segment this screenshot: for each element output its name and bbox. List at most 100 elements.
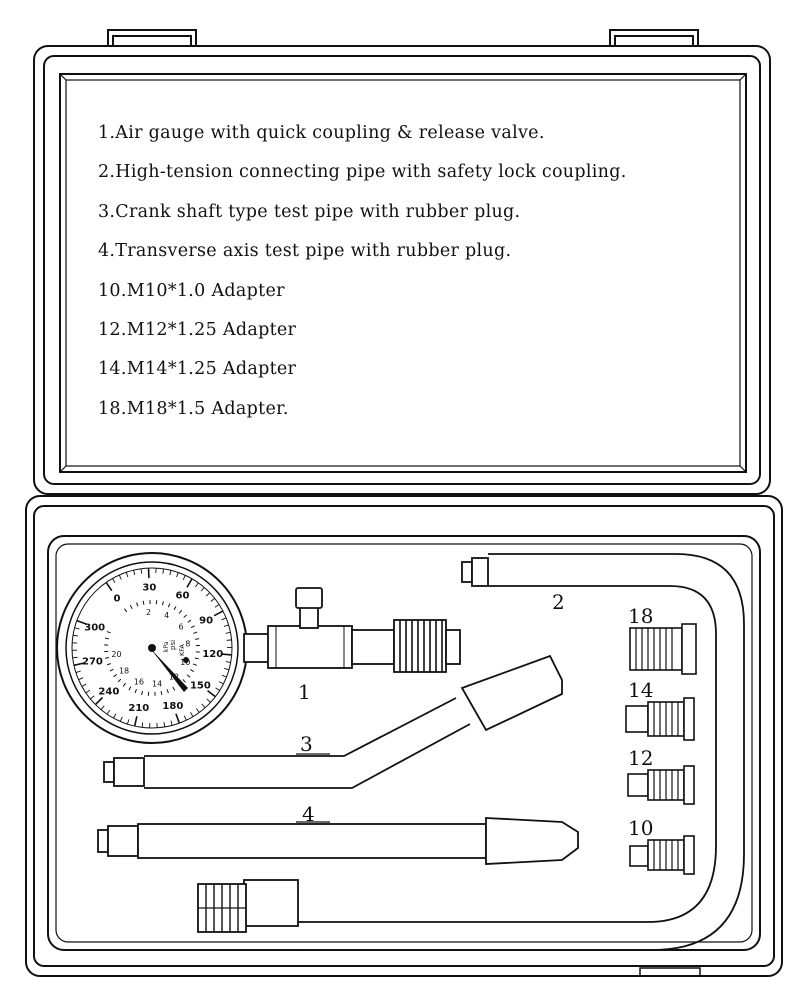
gauge-tick xyxy=(73,662,84,667)
gauge-tick xyxy=(186,578,193,588)
gauge-tick xyxy=(221,653,232,656)
gauge-tick xyxy=(81,683,87,687)
gauge-tick xyxy=(72,656,78,659)
gauge-tick xyxy=(163,721,166,728)
gauge-brand: KFA xyxy=(178,644,186,656)
gauge-inner-tick xyxy=(106,663,111,666)
gauge-tick xyxy=(226,639,232,641)
gauge-tick xyxy=(210,598,216,602)
gauge-inner-tick xyxy=(141,690,143,695)
gauge-inner-label: 4 xyxy=(164,611,169,620)
gauge-inner-label: 18 xyxy=(119,667,129,676)
hinge-tab-right xyxy=(609,29,699,46)
gauge-inner-tick xyxy=(167,603,171,608)
case-lid xyxy=(33,45,771,495)
gauge-tick xyxy=(106,709,111,715)
gauge-tick xyxy=(221,674,227,678)
gauge-inner-label: 20 xyxy=(111,650,121,659)
air-gauge: 0306090120150180210240270300246810121416… xyxy=(56,552,461,744)
gauge-unit-kpa: kPa xyxy=(163,641,170,652)
gauge-outer-label: 30 xyxy=(142,583,156,594)
gauge-tick xyxy=(175,713,181,724)
legend-item-2: 2.High-tension connecting pipe with safe… xyxy=(98,162,627,183)
gauge-tick xyxy=(190,712,194,717)
adapter-m10 xyxy=(629,835,695,875)
gauge-tick xyxy=(183,715,187,721)
gauge-tick xyxy=(90,695,95,700)
crank-shaft-test-pipe xyxy=(103,654,563,789)
gauge-inner-tick xyxy=(186,674,191,678)
callout-part-1: 1 xyxy=(298,680,311,704)
callout-adapter-18: 18 xyxy=(628,604,654,628)
gauge-inner-label: 8 xyxy=(185,640,190,649)
gauge-inner-tick xyxy=(190,625,195,629)
high-tension-pipe xyxy=(197,553,745,951)
gauge-inner-label: 6 xyxy=(178,623,183,632)
gauge-tick xyxy=(223,624,229,627)
gauge-tick xyxy=(133,570,136,576)
gauge-inner-tick xyxy=(172,686,176,691)
legend-item-14: 14.M14*1.25 Adapter xyxy=(98,359,297,380)
gauge-tick xyxy=(105,582,113,592)
gauge-tick xyxy=(169,570,172,576)
gauge-tick xyxy=(162,568,165,574)
gauge-tick xyxy=(200,587,205,592)
gauge-tick xyxy=(112,578,116,583)
gauge-tick xyxy=(170,720,173,726)
gauge-tick xyxy=(72,634,79,637)
gauge-tick xyxy=(113,713,117,719)
gauge-inner-tick xyxy=(192,663,197,666)
gauge-scale-ticks xyxy=(72,568,233,728)
gauge-tick xyxy=(225,661,231,663)
legend-item-4: 4.Transverse axis test pipe with rubber … xyxy=(98,241,512,262)
gauge-inner-tick xyxy=(142,600,145,605)
gauge-inner-tick xyxy=(117,678,122,683)
gauge-tick xyxy=(176,572,179,578)
legend-item-1: 1.Air gauge with quick coupling & releas… xyxy=(98,123,545,143)
gauge-tick xyxy=(224,668,230,671)
gauge-tick xyxy=(215,687,221,691)
gauge-tick xyxy=(201,703,206,709)
case-base xyxy=(25,495,783,977)
gauge-inner-tick xyxy=(178,609,183,614)
gauge-inner-tick xyxy=(129,604,133,609)
gauge-outer-label: 180 xyxy=(162,701,183,712)
gauge-tick xyxy=(119,716,123,722)
gauge-tick xyxy=(206,698,211,703)
gauge-outer-label: 90 xyxy=(199,615,213,626)
gauge-inner-tick xyxy=(113,674,118,678)
callout-part-3: 3 xyxy=(300,732,313,756)
gauge-tick xyxy=(125,572,129,578)
gauge-tick xyxy=(133,716,138,727)
gauge-needle-hub xyxy=(148,644,156,652)
gauge-tick xyxy=(78,677,84,681)
quick-coupling xyxy=(393,619,447,673)
gauge-inner-tick xyxy=(124,608,128,613)
gauge-outer-label: 120 xyxy=(202,649,223,660)
adapter-m12 xyxy=(627,765,695,805)
adapter-m14 xyxy=(625,697,695,741)
gauge-inner-label: 2 xyxy=(146,608,151,617)
gauge-unit-psi: psi xyxy=(169,640,177,650)
gauge-tick xyxy=(100,705,105,710)
callout-part-4: 4 xyxy=(302,802,315,826)
gauge-tick xyxy=(74,627,80,630)
gauge-tick xyxy=(118,574,122,580)
gauge-inner-tick xyxy=(109,668,114,672)
gauge-outer-label: 270 xyxy=(82,657,103,668)
gauge-tick xyxy=(195,582,199,588)
gauge-tick xyxy=(221,617,227,621)
adapter-m18 xyxy=(629,623,697,675)
callout-adapter-14: 14 xyxy=(628,678,654,702)
gauge-inner-tick xyxy=(194,657,199,660)
gauge-inner-tick xyxy=(193,631,198,634)
gauge-screw-icon xyxy=(183,657,189,663)
gauge-inner-tick xyxy=(106,631,111,634)
gauge-tick xyxy=(76,619,87,625)
gauge-tick xyxy=(205,592,211,597)
gauge-inner-tick xyxy=(160,690,163,696)
rubber-plug-3 xyxy=(460,654,563,732)
gauge-outer-label: 150 xyxy=(190,681,211,692)
gauge-inner-label: 14 xyxy=(152,680,162,689)
